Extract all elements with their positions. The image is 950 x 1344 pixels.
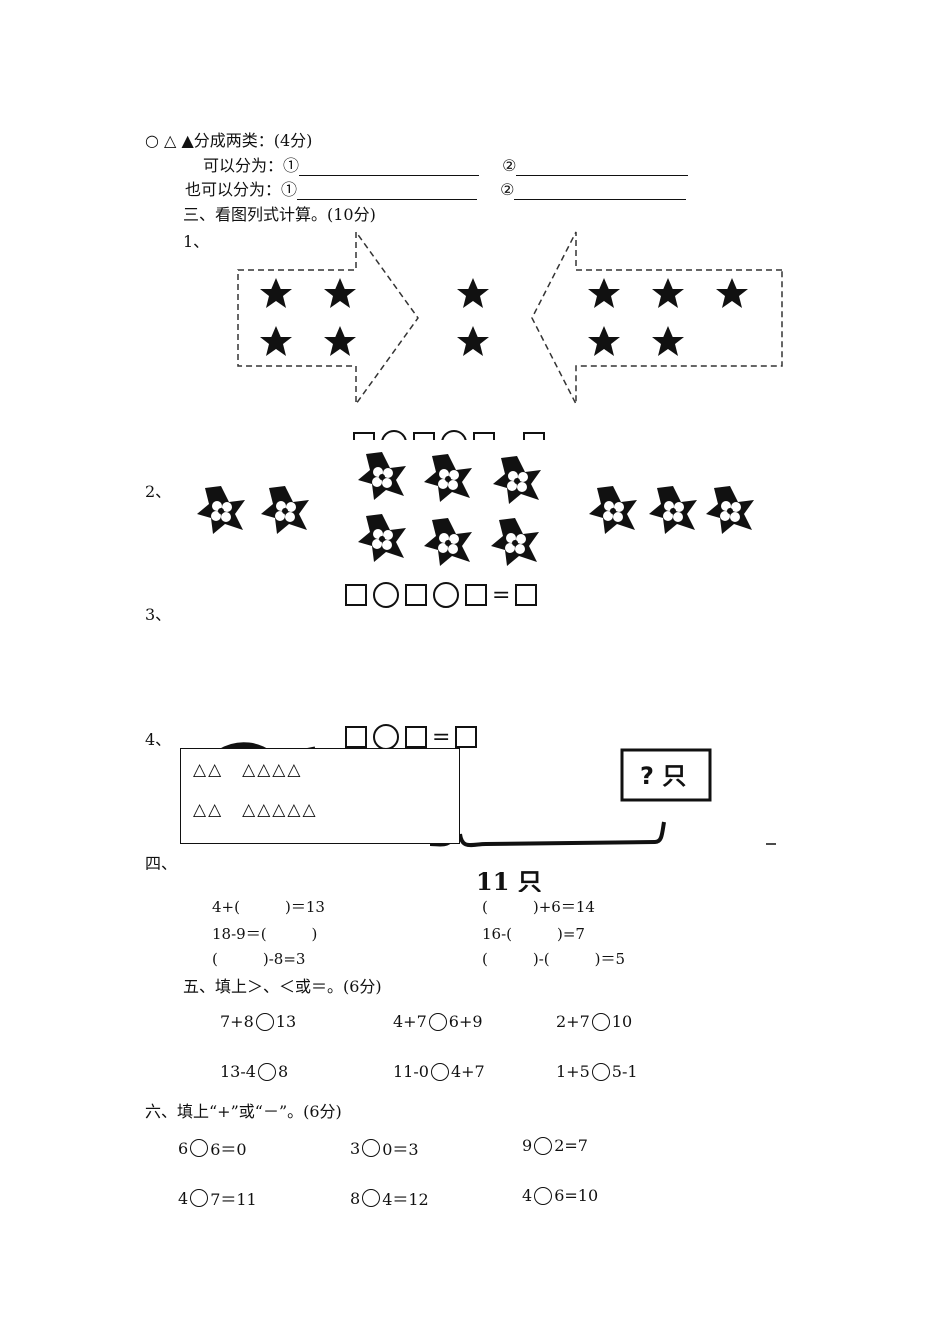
compare-circle[interactable]	[430, 1062, 449, 1081]
left-arrow-outline	[531, 231, 783, 405]
classify-line-1-label: 可以分为：①	[203, 156, 300, 175]
section-4-eq-1: 4+( )＝13	[212, 898, 325, 916]
flowers-figure	[197, 452, 754, 566]
classify-line-1: 可以分为：① ②	[203, 152, 689, 176]
answer-box[interactable]	[515, 584, 538, 606]
question-2-label: 2、	[145, 482, 172, 501]
right-arrow-outline	[237, 229, 419, 407]
section-4-eq-2: ( )+6＝14	[482, 898, 595, 916]
section-4-title: 四、	[145, 854, 178, 873]
section-4-eq-4: 16-( )=7	[482, 925, 585, 943]
operator-circle[interactable]	[190, 1189, 209, 1207]
answer-box[interactable]	[345, 584, 367, 606]
equals-sign: =	[432, 724, 451, 750]
operator-circle[interactable]	[190, 1139, 209, 1157]
flower-icon-group	[197, 452, 754, 566]
triangle-row-2: △△ △△△△△	[193, 800, 318, 820]
section-4-eq-5: ( )-8=3	[212, 950, 306, 968]
answer-blank-1a[interactable]	[299, 159, 480, 176]
operator-circle[interactable]	[534, 1186, 553, 1205]
bird-total-label: 11 只	[476, 867, 542, 892]
q2-equation-row: =	[342, 582, 540, 608]
question-3-label: 3、	[145, 605, 172, 624]
operator-circle[interactable]	[534, 1136, 553, 1155]
triangle-box: △△ △△△△ △△ △△△△△	[180, 748, 460, 844]
operator-circle[interactable]	[362, 1139, 381, 1157]
compare-circle[interactable]	[591, 1012, 610, 1031]
answer-box[interactable]	[465, 584, 487, 606]
answer-blank-2b[interactable]	[514, 183, 687, 200]
classify-line-2-label: 也可以分为：①	[185, 180, 298, 199]
q1-equation-row	[350, 430, 548, 440]
answer-box[interactable]	[405, 584, 427, 606]
question-1-label: 1、	[183, 232, 210, 251]
star-arrows-figure	[237, 229, 783, 407]
classify-line-2: 也可以分为：① ②	[185, 176, 687, 200]
operator-circle[interactable]	[433, 582, 459, 608]
brace-right	[458, 821, 666, 848]
section-5-title: 五、填上＞、＜或＝。(6分)	[183, 977, 382, 996]
section-6-title: 六、填上“+”或“－”。(6分)	[145, 1102, 342, 1121]
compare-circle[interactable]	[257, 1062, 276, 1081]
answer-box[interactable]	[405, 726, 427, 748]
answer-box[interactable]	[345, 726, 367, 748]
answer-box[interactable]	[455, 726, 478, 748]
compare-circle[interactable]	[255, 1012, 274, 1031]
section-4-eq-6: ( )-( )＝5	[482, 950, 626, 968]
star-icon-group	[260, 278, 748, 356]
triangle-row-1: △△ △△△△	[193, 760, 303, 780]
classify-title: ○ △ ▲分成两类：(4分)	[145, 131, 313, 150]
answer-blank-2a[interactable]	[297, 183, 478, 200]
section-3-title: 三、看图列式计算。(10分)	[183, 205, 376, 224]
second-marker-2: ②	[500, 180, 515, 199]
question-box	[620, 748, 712, 802]
bird-question-label: ? 只	[640, 762, 687, 790]
question-4-label: 4、	[145, 730, 172, 749]
answer-blank-1b[interactable]	[516, 159, 689, 176]
operator-circle[interactable]	[373, 582, 399, 608]
second-marker-1: ②	[502, 156, 517, 175]
compare-circle[interactable]	[591, 1062, 610, 1081]
equals-sign: =	[492, 582, 511, 608]
operator-circle[interactable]	[362, 1189, 381, 1207]
compare-circle[interactable]	[428, 1012, 447, 1031]
section-4-eq-3: 18-9＝( )	[212, 925, 318, 943]
